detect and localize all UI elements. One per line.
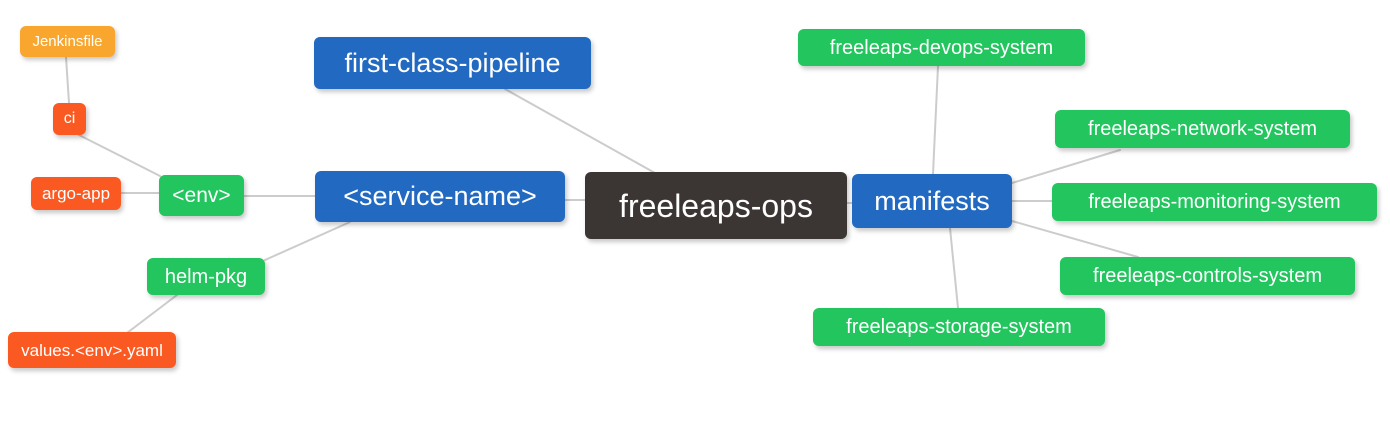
node-freeleaps-devops-system[interactable]: freeleaps-devops-system — [798, 29, 1085, 66]
node-ci[interactable]: ci — [53, 103, 86, 135]
node-freeleaps-monitoring-system[interactable]: freeleaps-monitoring-system — [1052, 183, 1377, 221]
edge-ci-env — [78, 134, 161, 177]
edge-jenkinsfile-ci — [65, 56, 70, 104]
node-service-name[interactable]: <service-name> — [315, 171, 565, 222]
node-argo-app[interactable]: argo-app — [31, 177, 121, 210]
edge-manifests-network — [1011, 149, 1121, 184]
node-jenkinsfile[interactable]: Jenkinsfile — [20, 26, 115, 57]
node-freeleaps-storage-system[interactable]: freeleaps-storage-system — [813, 308, 1105, 346]
node-manifests[interactable]: manifests — [852, 174, 1012, 228]
edge-helm-pkg-values — [126, 294, 178, 334]
node-first-class-pipeline[interactable]: first-class-pipeline — [314, 37, 591, 89]
node-freeleaps-network-system[interactable]: freeleaps-network-system — [1055, 110, 1350, 148]
edge-manifests-controls — [1011, 220, 1139, 258]
edge-pipeline-ops — [504, 88, 656, 174]
edge-manifests-storage — [949, 227, 959, 309]
node-values-env-yaml[interactable]: values.<env>.yaml — [8, 332, 176, 368]
node-freeleaps-controls-system[interactable]: freeleaps-controls-system — [1060, 257, 1355, 295]
node-env[interactable]: <env> — [159, 175, 244, 216]
node-freeleaps-ops-root[interactable]: freeleaps-ops — [585, 172, 847, 239]
node-helm-pkg[interactable]: helm-pkg — [147, 258, 265, 295]
edge-manifests-devops — [932, 65, 939, 175]
edge-service-name-helm-pkg — [264, 221, 351, 261]
